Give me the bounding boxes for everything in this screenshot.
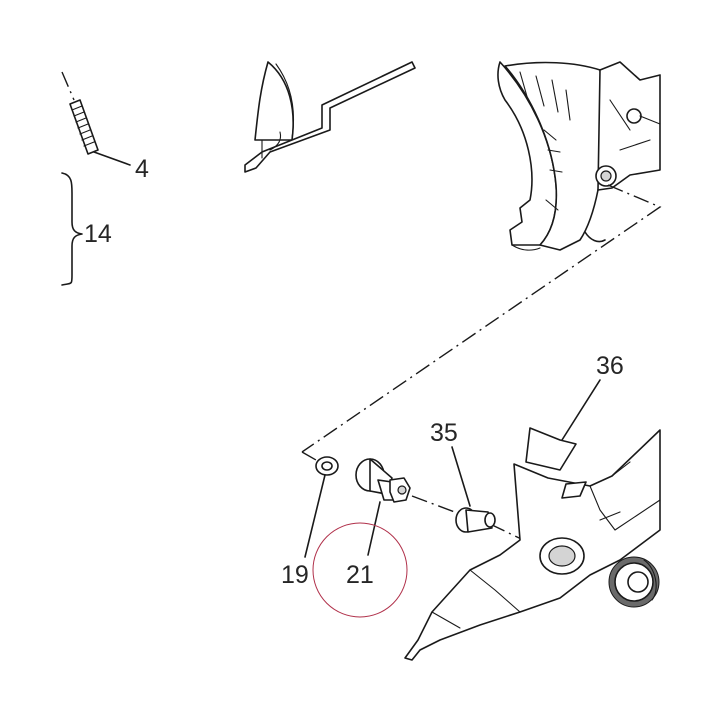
callout-4: 4: [135, 155, 149, 183]
collar-screw-part: [355, 458, 411, 503]
callout-19: 19: [281, 561, 309, 589]
gear-part: [608, 556, 660, 608]
washer-part: [315, 456, 339, 476]
assembly-axis-line: [301, 184, 662, 453]
assembly-axis-line-2: [301, 451, 331, 469]
callout-21: 21: [346, 561, 374, 589]
housing-top-right: [497, 61, 661, 251]
callout-14: 14: [84, 220, 112, 248]
brace-14: [61, 172, 83, 286]
sleeve-part: [455, 507, 496, 533]
leader-35: [451, 446, 471, 507]
leader-21: [367, 501, 381, 556]
assembly-axis-line-4: [489, 523, 541, 549]
bracket-part: [404, 427, 661, 661]
leader-19: [304, 474, 326, 558]
highlight-circle: [312, 522, 408, 618]
leader-36: [561, 379, 601, 441]
threaded-stud-part: [61, 71, 131, 166]
assembly-axis-line-3: [411, 495, 461, 515]
frame-fragment: [244, 61, 416, 173]
callout-36: 36: [596, 352, 624, 380]
callout-35: 35: [430, 419, 458, 447]
